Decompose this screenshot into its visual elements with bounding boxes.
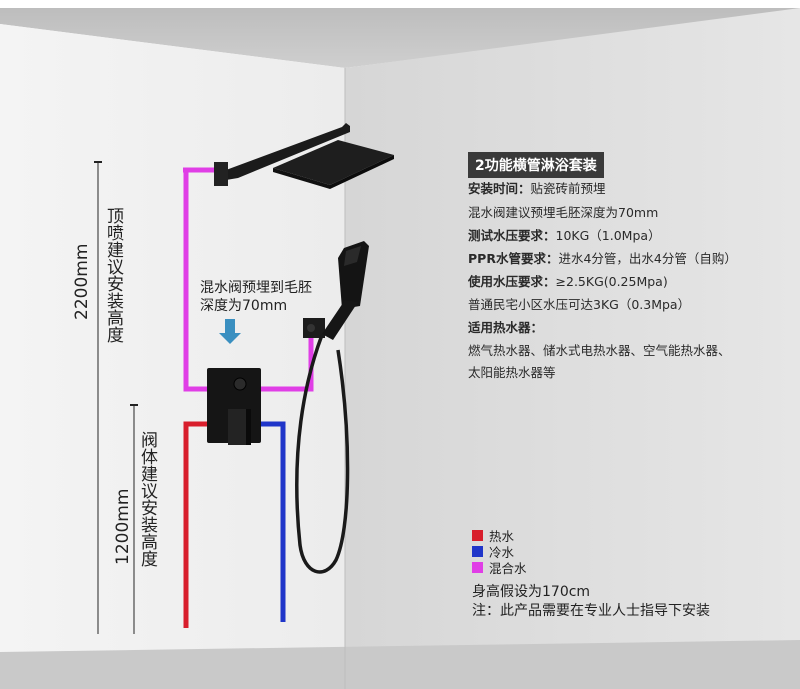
shower-hose bbox=[295, 334, 350, 574]
legend-label: 热水 bbox=[489, 529, 515, 544]
spec-row: 太阳能热水器等 bbox=[468, 362, 556, 381]
spec-row: 燃气热水器、储水式电热水器、空气能热水器、 bbox=[468, 340, 731, 359]
spec-label: 安装时间： bbox=[468, 181, 531, 196]
spec-value: 进水4分管，出水4分管（自购） bbox=[558, 251, 737, 266]
spec-label: 适用热水器： bbox=[468, 320, 544, 335]
legend-label: 冷水 bbox=[489, 545, 515, 560]
spec-value: 普通民宅小区水压可达3KG（0.3Mpa） bbox=[468, 297, 691, 312]
spec-value: 太阳能热水器等 bbox=[468, 365, 556, 380]
spec-row: PPR水管要求：进水4分管，出水4分管（自购） bbox=[468, 248, 737, 267]
spec-row: 适用热水器： bbox=[468, 317, 543, 336]
valve-handle bbox=[228, 409, 250, 445]
wall-flange bbox=[214, 162, 228, 186]
valve-note-line2: 深度为70mm bbox=[200, 298, 288, 314]
dim-top-value: 2200mm bbox=[72, 243, 92, 320]
spec-value: ≥2.5KG(0.25Mpa) bbox=[555, 274, 668, 289]
shower-head bbox=[273, 140, 394, 185]
cold-water-pipe bbox=[252, 421, 286, 622]
left-wall bbox=[0, 24, 345, 689]
ceiling bbox=[0, 8, 800, 68]
legend-item: 热水 bbox=[472, 526, 514, 545]
spec-label: PPR水管要求： bbox=[468, 251, 559, 266]
spec-row: 混水阀建议预埋毛胚深度为70mm bbox=[468, 202, 658, 221]
legend-item: 冷水 bbox=[472, 542, 514, 561]
spec-label: 使用水压要求： bbox=[468, 274, 556, 289]
diverter-knob bbox=[233, 377, 247, 391]
spec-row: 使用水压要求：≥2.5KG(0.25Mpa) bbox=[468, 271, 668, 290]
spec-label: 混水阀建议预埋毛胚深度为70mm bbox=[468, 205, 659, 220]
legend-swatch bbox=[472, 562, 483, 573]
down-arrow-icon bbox=[219, 319, 241, 344]
shower-arm bbox=[216, 123, 350, 180]
spec-row: 测试水压要求：10KG（1.0Mpa） bbox=[468, 225, 661, 244]
dim-bottom-label: 阀体建议安装高度 bbox=[141, 431, 158, 570]
floor bbox=[0, 640, 800, 689]
spec-label: 测试水压要求： bbox=[468, 228, 556, 243]
product-title: 2功能横管淋浴套装 bbox=[468, 152, 604, 178]
legend-swatch bbox=[472, 546, 483, 557]
spec-value: 贴瓷砖前预埋 bbox=[530, 181, 606, 196]
mixed-water-pipe-right bbox=[248, 336, 314, 392]
legend-swatch bbox=[472, 530, 483, 541]
legend-item: 混合水 bbox=[472, 558, 527, 577]
dim-top-label: 顶喷建议安装高度 bbox=[107, 207, 124, 346]
valve-note-line1: 混水阀预埋到毛胚 bbox=[200, 280, 312, 296]
spec-row: 安装时间：贴瓷砖前预埋 bbox=[468, 178, 606, 197]
spec-value: 燃气热水器、储水式电热水器、空气能热水器、 bbox=[468, 343, 731, 358]
spec-row: 普通民宅小区水压可达3KG（0.3Mpa） bbox=[468, 294, 690, 313]
install-note: 注：此产品需要在专业人士指导下安装 bbox=[472, 603, 710, 619]
legend-label: 混合水 bbox=[489, 561, 527, 576]
spec-value: 10KG（1.0Mpa） bbox=[555, 228, 661, 243]
dim-bottom-value: 1200mm bbox=[113, 488, 133, 565]
height-note: 身高假设为170cm bbox=[472, 584, 591, 600]
right-wall bbox=[345, 8, 800, 689]
